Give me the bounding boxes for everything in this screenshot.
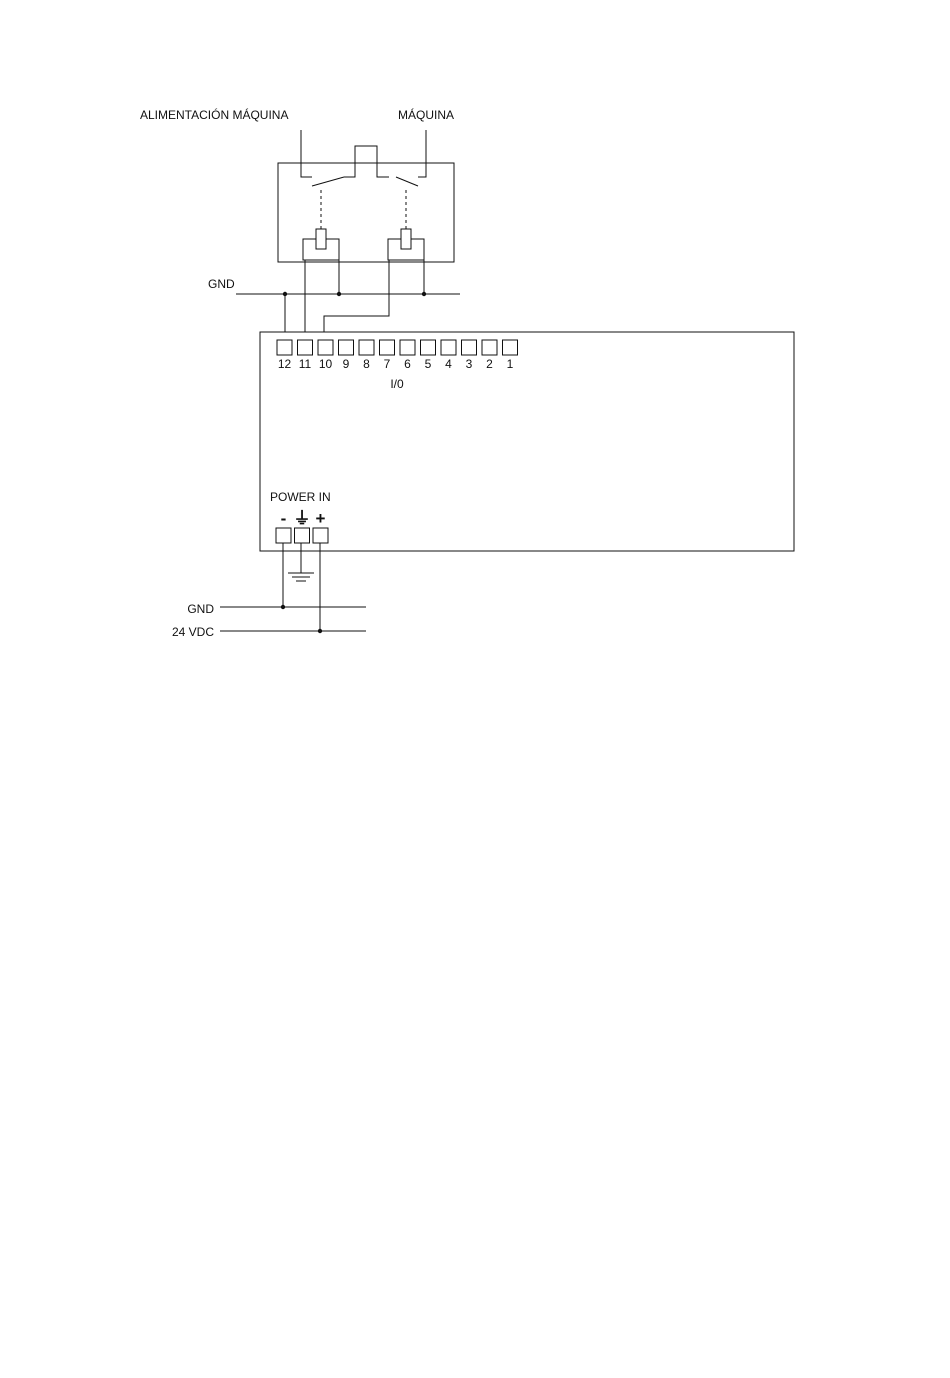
controller-box [260,332,794,551]
power-terminal-earth: ⏚ [294,509,311,543]
terminal-box [277,340,292,355]
machine-label: MÁQUINA [398,107,454,122]
terminal-box [276,528,291,543]
terminal-box [400,340,415,355]
terminal-box [441,340,456,355]
terminal-box [380,340,395,355]
coil-right-core [401,229,411,249]
machine-supply-label: ALIMENTACIÓN MÁQUINA [140,107,288,122]
terminal-number: 3 [466,357,473,371]
terminal-number: 6 [404,357,411,371]
terminal-box [359,340,374,355]
minus-symbol: - [281,509,287,528]
terminal-box [503,340,518,355]
terminal-number: 8 [363,357,370,371]
io-terminal-11: 11 [298,340,313,371]
terminal-number: 1 [507,357,514,371]
terminal-box [298,340,313,355]
junction-dot [281,605,285,609]
terminal-number: 11 [299,357,312,371]
io-label: I/0 [390,377,404,391]
io-terminal-10: 10 [318,340,333,371]
terminal-number: 2 [486,357,493,371]
gnd-top-label: GND [208,277,235,291]
vdc-label: 24 VDC [172,625,214,639]
terminal-number: 4 [445,357,452,371]
terminal-number: 10 [319,357,333,371]
wire-coil-right-to-10 [324,260,389,340]
safety-relay [278,130,454,262]
junction-dot [318,629,322,633]
terminal-box [295,528,310,543]
power-terminal-strip: -⏚ + [276,509,328,543]
terminal-box [339,340,354,355]
io-terminal-12: 12 [277,340,292,371]
plus-symbol: + [316,509,326,528]
terminal-number: 9 [343,357,350,371]
earth-icon: ⏚ [294,509,311,528]
terminal-number: 12 [278,357,292,371]
terminal-box [421,340,436,355]
gnd-bottom-label: GND [187,602,214,616]
terminal-number: 7 [384,357,391,371]
terminal-box [482,340,497,355]
terminal-box [462,340,477,355]
coil-left-core [316,229,326,249]
terminal-number: 5 [425,357,432,371]
power-in-label: POWER IN [270,490,331,504]
terminal-box [313,528,328,543]
terminal-box [318,340,333,355]
